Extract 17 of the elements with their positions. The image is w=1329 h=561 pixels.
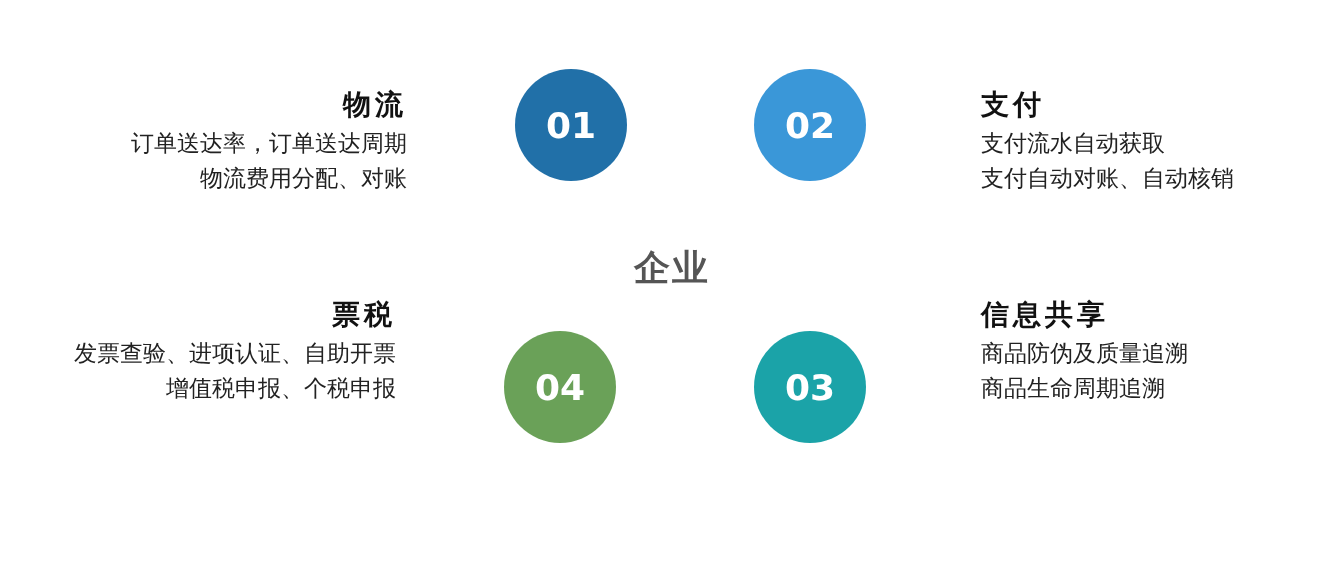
description-text: 物流费用分配、对账 — [200, 164, 407, 193]
description-text: 增值税申报、个税申报 — [166, 374, 396, 403]
section-heading: 支付 — [981, 88, 1045, 122]
section-heading: 物流 — [343, 88, 407, 122]
description-text: 商品生命周期追溯 — [981, 374, 1165, 403]
description-text: 商品防伪及质量追溯 — [981, 339, 1188, 368]
circle-number: 02 — [784, 104, 836, 146]
section-heading: 票税 — [332, 298, 396, 332]
description-text: 支付自动对账、自动核销 — [981, 164, 1234, 193]
description-text: 订单送达率，订单送达周期 — [131, 129, 407, 158]
circle-number: 01 — [545, 104, 597, 146]
description-text: 支付流水自动获取 — [981, 129, 1165, 158]
description-text: 发票查验、进项认证、自助开票 — [74, 339, 396, 368]
circle-number: 03 — [784, 366, 836, 408]
center-label: 企业 — [634, 245, 710, 290]
circle-number: 04 — [534, 366, 586, 408]
section-heading: 信息共享 — [981, 298, 1109, 332]
